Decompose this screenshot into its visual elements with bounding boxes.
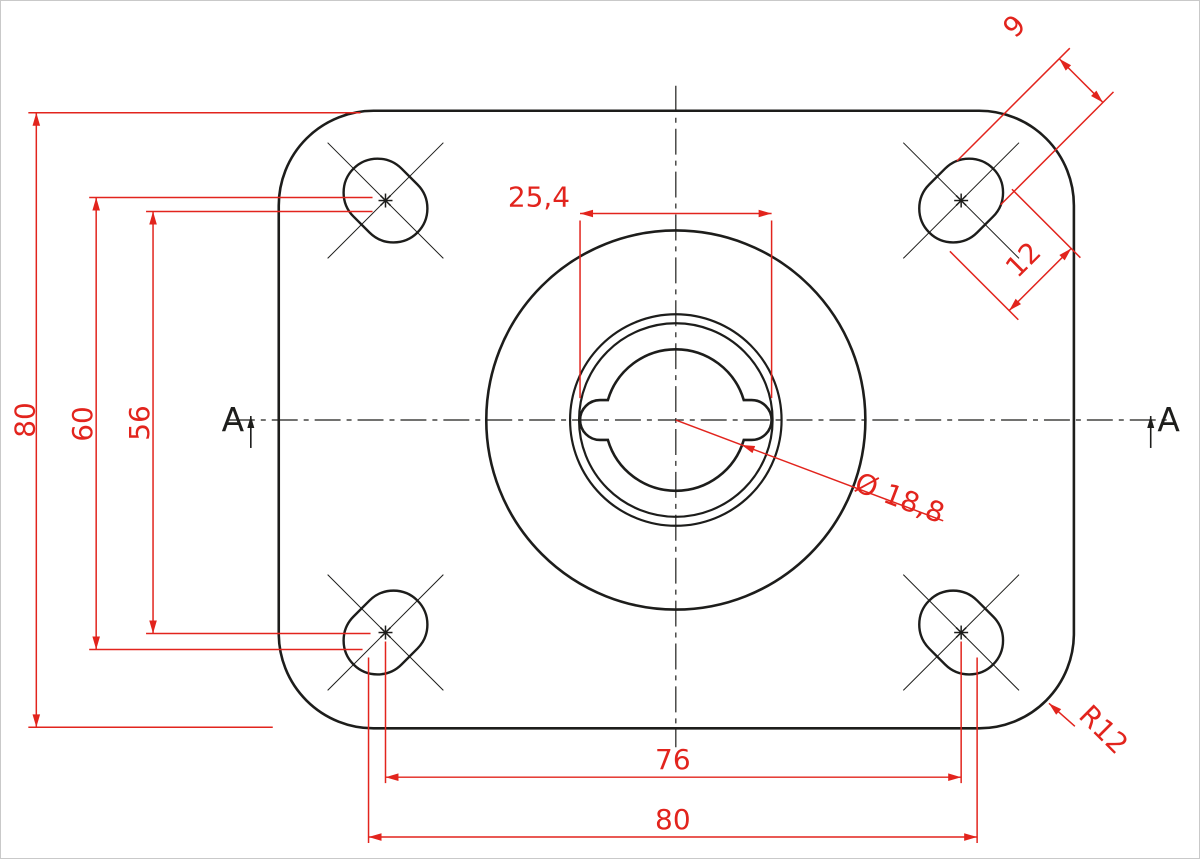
slot-center-mark — [954, 625, 969, 640]
dimension-label: Ø 18,8 — [850, 466, 949, 530]
leader-line — [741, 444, 944, 522]
dimension-label: 80 — [8, 402, 41, 438]
dimension-label: 9 — [996, 8, 1032, 44]
section-label-left: A — [222, 400, 245, 439]
dimension-hub-width: 25,4 — [508, 181, 773, 399]
slot-center-mark — [378, 625, 393, 640]
dimension-slot-centers-vertical: 56 — [123, 210, 373, 635]
dimension-label: 56 — [123, 405, 156, 441]
dimension-label: 25,4 — [508, 181, 570, 214]
dimension-bore-diameter: Ø 18,8 — [675, 419, 949, 530]
section-label-right: A — [1157, 400, 1180, 439]
dimension-label: 76 — [655, 743, 691, 776]
dimensions: 80 60 56 25,4 9 — [8, 8, 1135, 844]
slot-center-mark — [378, 193, 393, 208]
extension-line — [949, 250, 1019, 321]
dimension-corner-radius: R12 — [1048, 698, 1135, 761]
dimension-label: 12 — [999, 235, 1047, 283]
dimension-line — [1058, 58, 1104, 103]
dimension-slot-width: 9 — [956, 8, 1115, 206]
centerlines — [228, 85, 1171, 748]
dimension-slot-span-vertical: 60 — [66, 196, 373, 651]
dimension-label: 80 — [655, 803, 691, 836]
extension-line — [956, 47, 1071, 162]
section-markers: A A — [222, 400, 1180, 448]
dimension-label: 60 — [66, 406, 99, 442]
dimension-line — [1008, 247, 1072, 312]
dimension-height-overall: 80 — [8, 111, 361, 729]
dimension-slot-span-horizontal: 80 — [367, 657, 978, 844]
keyed-bore-outline — [578, 347, 773, 493]
dimension-label: R12 — [1072, 698, 1134, 760]
slot-center-mark — [954, 193, 969, 208]
leader-line — [1048, 702, 1076, 727]
leader-line — [675, 419, 742, 446]
dimension-slot-centers-horizontal: 76 — [384, 641, 962, 784]
extension-line — [1011, 188, 1081, 259]
extension-line — [1000, 91, 1115, 206]
